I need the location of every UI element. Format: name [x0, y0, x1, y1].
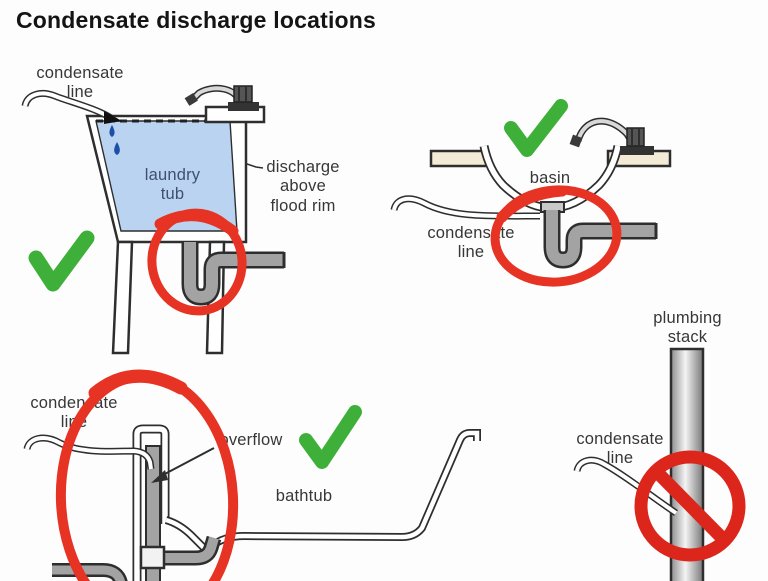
red-circle-annotation	[490, 185, 622, 287]
tub-leg-left	[111, 240, 134, 355]
basin-label: basin	[529, 169, 571, 187]
faucet-spout-tip	[569, 134, 583, 148]
water-drop	[114, 142, 120, 155]
waste-pipe	[52, 563, 128, 581]
tee-fitting	[139, 545, 166, 570]
faucet-base	[620, 146, 654, 155]
faucet-base	[228, 102, 259, 111]
green-checkmark-icon	[299, 405, 362, 469]
overflow-arrow	[151, 447, 215, 483]
condensate-line-pipe	[21, 89, 122, 124]
stack-condensate-line-label: condensate line	[576, 430, 664, 468]
red-circle-annotation	[55, 369, 239, 581]
bathtub-left-wall	[132, 424, 170, 581]
red-circle-annotation	[147, 208, 247, 316]
laundry-tub-label: laundry tub	[144, 166, 201, 204]
p-trap-pipe	[543, 210, 658, 269]
p-trap-pipe	[181, 242, 286, 306]
page-title: Condensate discharge locations	[16, 7, 377, 33]
bathtub-diagram	[23, 424, 481, 581]
water-drop	[109, 125, 115, 137]
discharge-arrowhead	[104, 111, 122, 124]
drain-elbow-pipe	[164, 535, 222, 566]
green-checkmark-icon	[28, 230, 95, 292]
laundry-tub-diagram	[21, 84, 286, 355]
faucet	[184, 84, 259, 111]
basin-diagram	[390, 117, 672, 269]
discharge-above-flood-rim-label: discharge above flood rim	[266, 158, 340, 215]
faucet-spout-tip	[184, 92, 198, 106]
bathtub-label: bathtub	[275, 487, 333, 505]
green-checkmark-icon	[504, 99, 568, 157]
condensate-line-pipe	[23, 434, 155, 470]
condensate-line-pipe	[573, 456, 678, 516]
faucet	[569, 117, 654, 155]
overflow-label: overflow	[219, 431, 283, 449]
plumbing-stack-label: plumbing stack	[653, 309, 722, 347]
laundry-condensate-line-label: condensate line	[36, 64, 124, 102]
no-symbol-icon	[634, 450, 746, 562]
